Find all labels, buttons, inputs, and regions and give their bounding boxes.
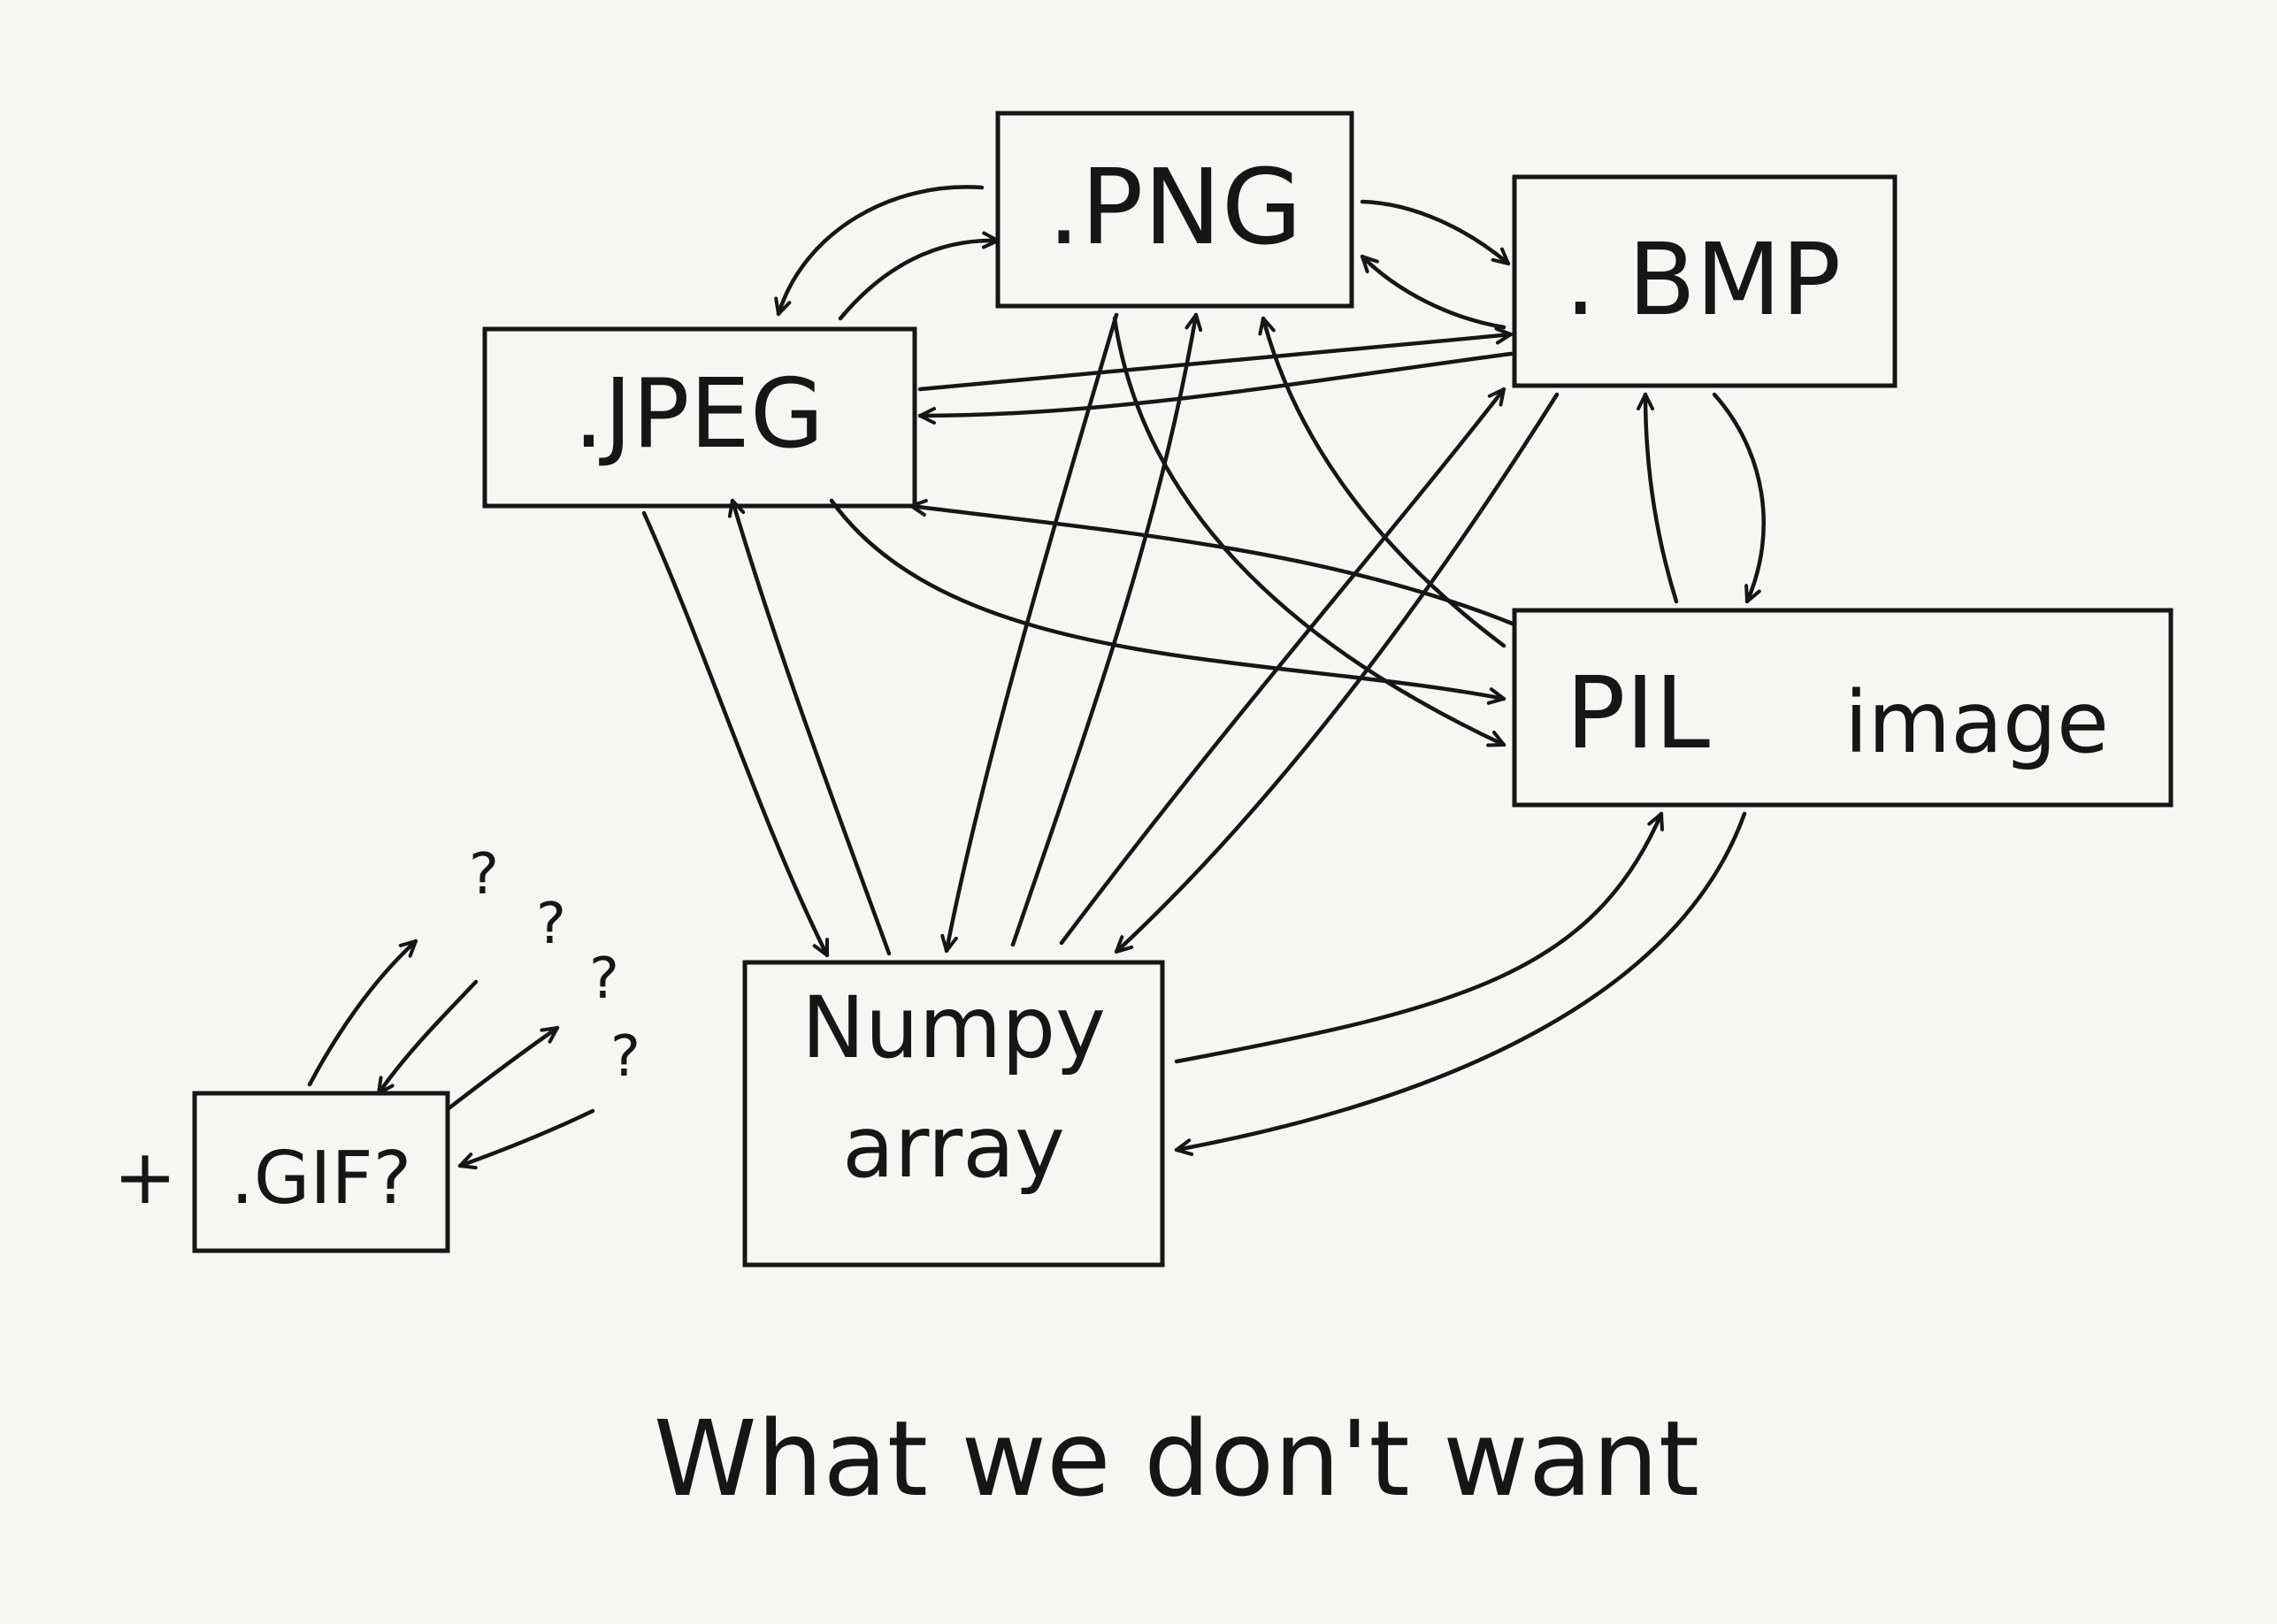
arrow-gif-out-1 xyxy=(307,938,418,1087)
png-node: .PNG xyxy=(995,111,1354,309)
pil-node: PIL image xyxy=(1512,608,2174,808)
arrow-pil-to-jpeg xyxy=(908,499,1517,627)
numpy-label-2: array xyxy=(842,1098,1065,1197)
gif-node: .GIF? + xyxy=(113,1091,450,1253)
arrow-bmp-to-png xyxy=(1360,254,1506,330)
arrow-pil-to-numpy xyxy=(1174,811,1747,1156)
question-mark-4: ? xyxy=(610,1024,640,1090)
bmp-label: . BMP xyxy=(1565,223,1841,338)
bmp-box xyxy=(1512,174,1898,388)
pil-label-1: PIL xyxy=(1566,656,1710,771)
arrow-numpy-to-bmp xyxy=(1059,387,1506,946)
jpeg-node: .JPEG xyxy=(482,326,917,509)
arrow-bmp-to-jpeg xyxy=(917,351,1514,425)
diagram-caption: What we don't want xyxy=(654,1398,1699,1520)
bmp-node: . BMP xyxy=(1512,174,1898,388)
arrow-gif-in-1 xyxy=(376,979,479,1096)
arrow-jpeg-to-numpy xyxy=(641,510,830,958)
arrow-jpeg-to-bmp xyxy=(917,326,1514,392)
gif-plus-sign: + xyxy=(113,1133,177,1222)
png-box xyxy=(995,111,1354,309)
arrow-bmp-to-numpy xyxy=(1114,392,1560,954)
jpeg-label: .JPEG xyxy=(573,359,824,470)
arrow-png-to-bmp xyxy=(1360,199,1511,266)
arrow-gif-out-2 xyxy=(445,1025,560,1112)
question-mark-2: ? xyxy=(536,892,566,957)
numpy-node: Numpy array xyxy=(742,960,1165,1268)
connection-arrows xyxy=(307,185,1766,1170)
numpy-label-1: Numpy xyxy=(801,978,1106,1077)
question-marks: ? ? ? ? xyxy=(469,842,640,1090)
gif-box xyxy=(192,1091,450,1253)
pil-box xyxy=(1512,608,2174,808)
arrow-numpy-to-pil xyxy=(1174,811,1664,1064)
arrow-gif-in-2 xyxy=(457,1108,595,1170)
arrow-pil-to-bmp xyxy=(1637,392,1679,604)
numpy-box xyxy=(742,960,1165,1268)
question-mark-1: ? xyxy=(469,842,499,908)
arrow-png-to-jpeg xyxy=(774,185,985,317)
arrow-numpy-to-jpeg xyxy=(727,498,892,956)
arrow-jpeg-to-png xyxy=(838,231,1000,321)
arrow-jpeg-to-pil xyxy=(829,498,1506,705)
gif-label: .GIF? xyxy=(231,1137,411,1221)
arrow-bmp-to-pil xyxy=(1712,392,1766,604)
pil-label-2: image xyxy=(1844,673,2109,772)
arrow-png-to-numpy xyxy=(940,312,1119,954)
arrow-png-to-pil xyxy=(1112,316,1506,747)
arrow-numpy-to-png xyxy=(1010,312,1203,947)
jpeg-box xyxy=(482,326,917,509)
question-mark-3: ? xyxy=(589,946,619,1012)
png-label: .PNG xyxy=(1047,146,1302,268)
arrow-pil-to-png xyxy=(1258,316,1506,648)
